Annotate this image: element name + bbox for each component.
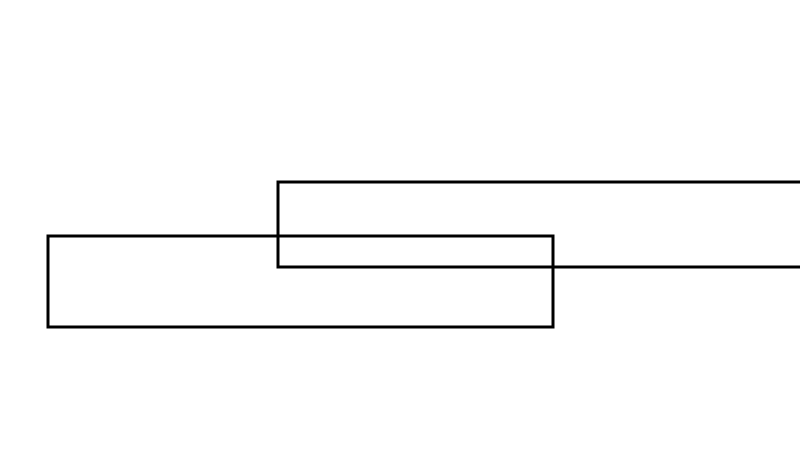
bottom-left-rectangle [46, 234, 555, 329]
top-rectangle [276, 180, 800, 269]
